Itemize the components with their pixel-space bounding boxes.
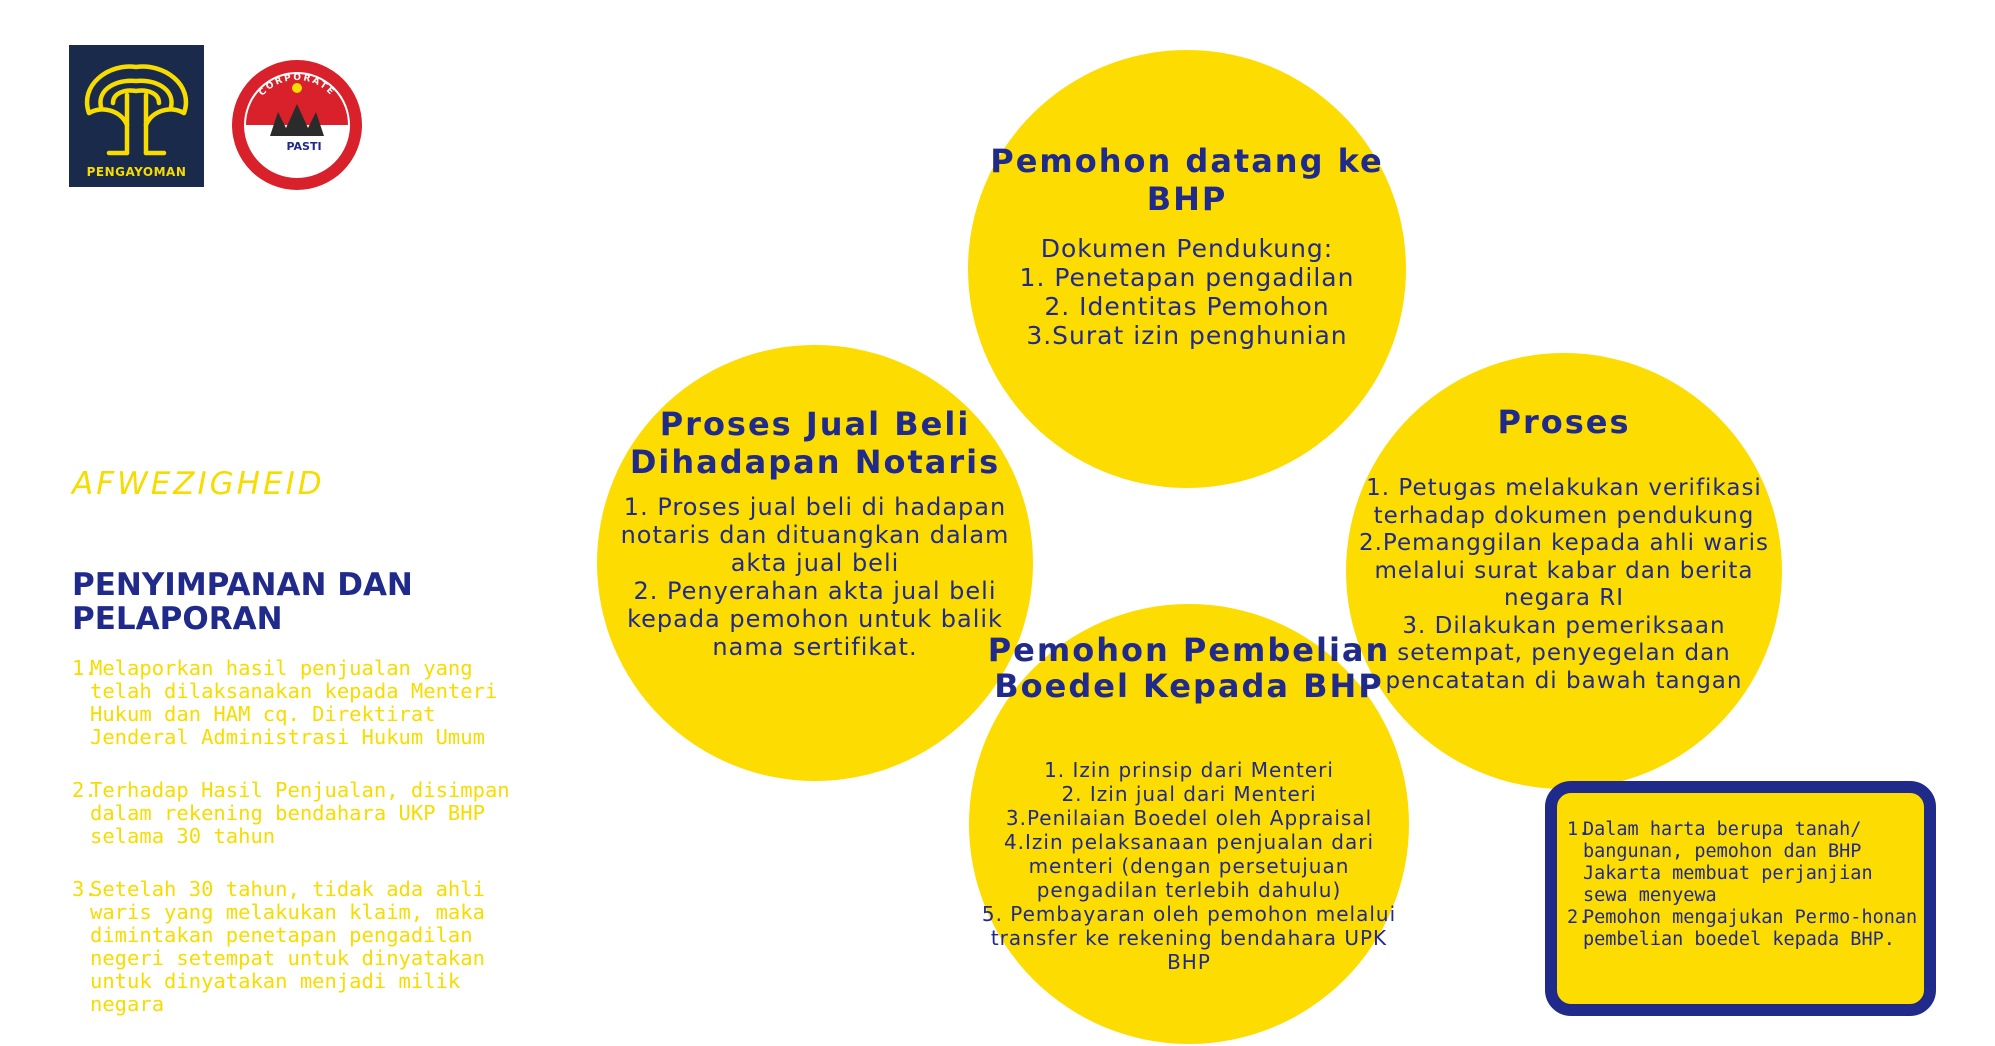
section-heading: AFWEZIGHEID <box>72 466 325 502</box>
note-item: 1. Dalam harta berupa tanah/ bangunan, p… <box>1567 819 1919 907</box>
list-item-number: 1. <box>72 656 97 680</box>
list-item-text: Terhadap Hasil Penjualan, disimpan dalam… <box>90 778 510 848</box>
circle-body: Dokumen Pendukung: 1. Penetapan pengadil… <box>1019 234 1355 350</box>
list-item: 3. Setelah 30 tahun, tidak ada ahli wari… <box>72 878 542 1016</box>
circle-title: Proses Jual Beli Dihadapan Notaris <box>629 405 1001 481</box>
section-title-line-1: PENYIMPANAN DAN <box>72 567 413 603</box>
note-box: 1. Dalam harta berupa tanah/ bangunan, p… <box>1545 781 1936 1016</box>
circle-body: 1. Proses jual beli di hadapan notaris d… <box>620 493 1010 661</box>
circle-proses: Proses 1. Petugas melakukan verifikasi t… <box>1346 353 1782 789</box>
list-item-number: 2. <box>72 778 97 802</box>
list-item-text: Melaporkan hasil penjualan yang telah di… <box>90 656 498 749</box>
list-item-text: Setelah 30 tahun, tidak ada ahli waris y… <box>90 877 485 1016</box>
note-item-text: Dalam harta berupa tanah/ bangunan, pemo… <box>1583 819 1873 906</box>
note-item: 2. Pemohon mengajukan Permo-honan pembel… <box>1567 907 1919 951</box>
list-item: 1. Melaporkan hasil penjualan yang telah… <box>72 657 542 749</box>
seal-center-text: PASTI <box>286 140 321 153</box>
corporate-university-seal: CORPORATE UNIVERSITY PASTI <box>230 58 364 192</box>
note-item-text: Pemohon mengajukan Permo-honan pembelian… <box>1583 907 1918 950</box>
circle-body: 1. Petugas melakukan verifikasi terhadap… <box>1358 475 1770 694</box>
pengayoman-logo: PENGAYOMAN <box>69 45 204 187</box>
list-item: 2. Terhadap Hasil Penjualan, disimpan da… <box>72 779 542 848</box>
circle-title: Proses <box>1497 403 1631 441</box>
circle-title: Pemohon Pembelian Boedel Kepada BHP <box>987 631 1391 705</box>
section-title-line-2: PELAPORAN <box>72 601 283 637</box>
tree-icon <box>84 64 189 156</box>
circle-proses-jual-beli: Proses Jual Beli Dihadapan Notaris 1. Pr… <box>597 345 1033 781</box>
section-title: PENYIMPANAN DAN PELAPORAN <box>72 568 492 636</box>
note-item-number: 2. <box>1567 907 1590 928</box>
reporting-list: 1. Melaporkan hasil penjualan yang telah… <box>72 657 542 1046</box>
circle-body: 1. Izin prinsip dari Menteri 2. Izin jua… <box>981 758 1397 974</box>
circle-pemohon-pembelian: Pemohon Pembelian Boedel Kepada BHP 1. I… <box>969 604 1409 1044</box>
note-item-number: 1. <box>1567 819 1590 840</box>
list-item-number: 3. <box>72 877 97 901</box>
circle-pemohon-datang: Pemohon datang ke BHP Dokumen Pendukung:… <box>968 50 1406 488</box>
note-list: 1. Dalam harta berupa tanah/ bangunan, p… <box>1567 819 1919 951</box>
seal-icon: CORPORATE UNIVERSITY PASTI <box>232 60 362 190</box>
circle-title: Pemohon datang ke BHP <box>990 142 1384 218</box>
pengayoman-label: PENGAYOMAN <box>86 165 187 179</box>
